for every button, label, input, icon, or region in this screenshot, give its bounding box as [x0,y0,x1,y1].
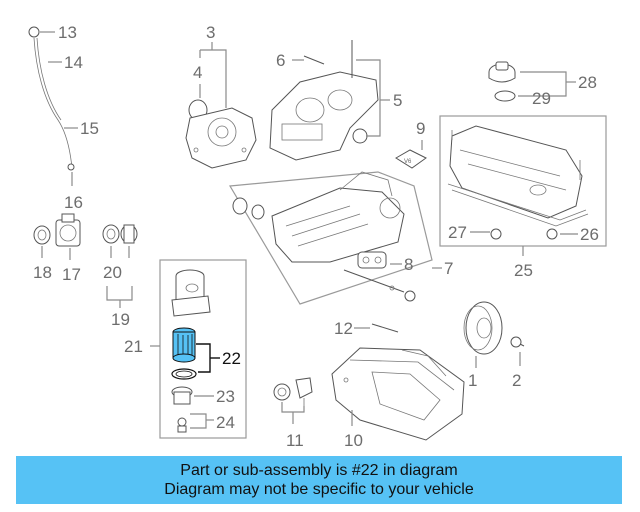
callout-24: 24 [216,413,235,432]
callout-5: 5 [393,91,402,110]
valve-cover-part [447,125,589,240]
oil-cap-part [488,61,516,83]
bolt-24-part [177,417,187,433]
callout-14: 14 [64,53,83,72]
callout-12: 12 [334,319,353,338]
callout-18: 18 [33,263,52,282]
banner-line-disclaimer: Diagram may not be specific to your vehi… [164,481,474,498]
intake-manifold-part [232,171,405,263]
callout-25: 25 [514,261,533,280]
injector-rail-part [343,269,416,302]
callout-20: 20 [103,263,122,282]
dipstick-assembly [28,26,75,171]
callout-19: 19 [111,310,130,329]
callout-6: 6 [276,51,285,70]
callout-27: 27 [448,223,467,242]
info-banner: Part or sub-assembly is #22 in diagram D… [16,456,622,504]
timing-cover-part [185,99,257,169]
pulley-bolt-part [510,336,525,348]
seal-18-part [33,225,51,245]
engine-parts-diagram: 13 14 15 16 18 17 20 19 3 4 [28,23,607,450]
callout-2: 2 [512,371,521,390]
label-plate-9-part: V6 [395,149,427,169]
callout-1: 1 [468,371,477,390]
callout-26: 26 [580,225,599,244]
callout-21: 21 [124,337,143,356]
callout-8: 8 [404,255,413,274]
drain-plug-23-part [171,386,193,405]
oil-cap-seal-part [494,90,516,102]
svg-text:V6: V6 [404,159,412,165]
callout-22: 22 [222,349,241,368]
sensor-11-part [273,377,313,408]
callout-28: 28 [578,73,597,92]
callout-23: 23 [216,387,235,406]
oil-filter-element [172,327,196,363]
seal-20-part [102,224,138,244]
callout-17: 17 [62,265,81,284]
callout-4: 4 [193,63,202,82]
banner-line-part-number: Part or sub-assembly is #22 in diagram [180,462,458,479]
filter-housing-part [171,269,211,317]
filter-oring-part [171,368,197,380]
callout-10: 10 [344,431,363,450]
callout-3: 3 [206,23,215,42]
callout-7: 7 [444,259,453,278]
cylinder-head-part [269,40,379,161]
crank-pulley-part [463,301,503,355]
oil-pan-part [331,347,465,441]
housing-17-part [55,213,81,247]
callout-29: 29 [532,89,551,108]
callout-16: 16 [64,193,83,212]
callout-13: 13 [58,23,77,42]
gasket-8-part [357,251,387,269]
callout-11: 11 [286,431,304,450]
callout-15: 15 [80,119,99,138]
callout-9: 9 [416,119,425,138]
